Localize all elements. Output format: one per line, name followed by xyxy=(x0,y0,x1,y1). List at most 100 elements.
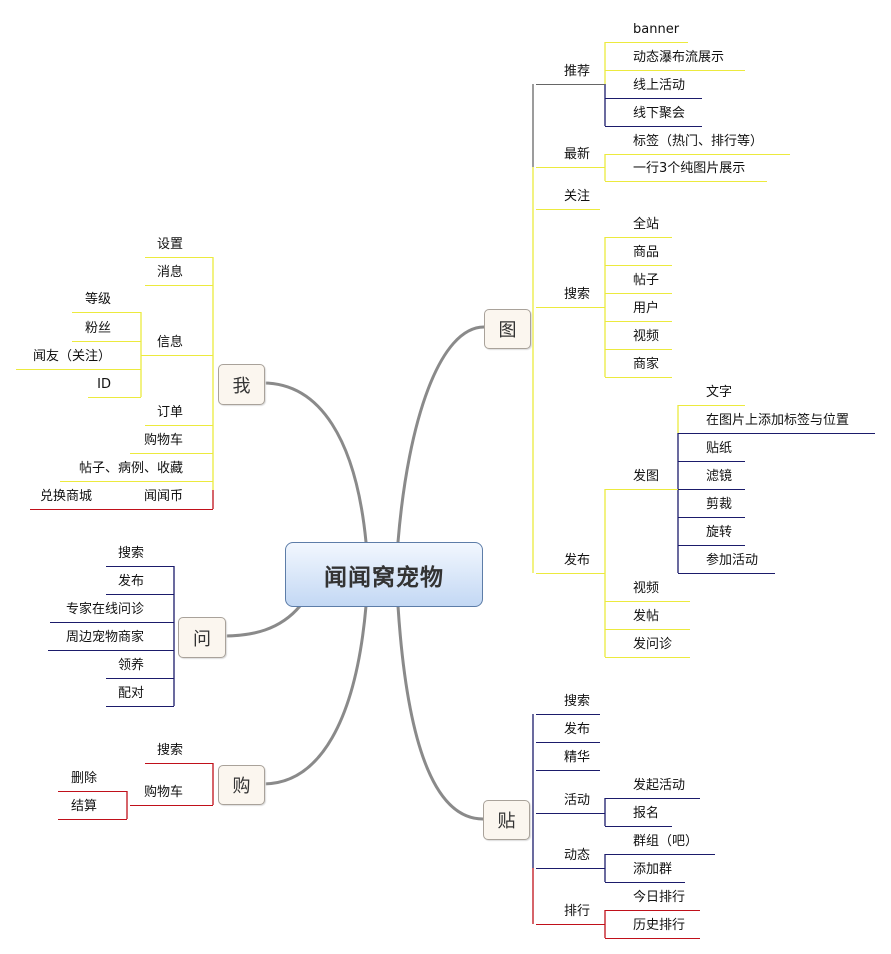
node-wo-items-3[interactable]: 订单 xyxy=(156,405,183,420)
node-tu-items-0-children-2[interactable]: 线上活动 xyxy=(633,78,686,93)
topic-tu[interactable]: 图 xyxy=(484,309,531,349)
node-tie-items-3-children-0[interactable]: 发起活动 xyxy=(633,778,686,793)
topic-tie[interactable]: 贴 xyxy=(483,800,530,840)
underline-wen-items-0 xyxy=(106,566,174,567)
node-tu-items-4[interactable]: 发布 xyxy=(564,553,591,568)
underline-tu-items-4-children-0-children-1 xyxy=(678,433,875,434)
underline-tie-items-3 xyxy=(536,813,605,814)
node-wo-items-1[interactable]: 消息 xyxy=(156,265,183,280)
underline-wen-items-3 xyxy=(48,650,174,651)
node-tie-items-4[interactable]: 动态 xyxy=(564,848,591,863)
node-wo-items-2[interactable]: 信息 xyxy=(156,335,183,350)
node-wo-items-4[interactable]: 购物车 xyxy=(143,433,183,448)
underline-tu-items-3-children-2 xyxy=(605,293,672,294)
node-tu-items-4-children-2[interactable]: 发帖 xyxy=(633,609,660,624)
underline-tu-items-4 xyxy=(536,573,605,574)
node-wen-items-5[interactable]: 配对 xyxy=(117,686,144,701)
node-tu-items-4-children-0-children-4[interactable]: 剪裁 xyxy=(706,497,733,512)
underline-wo-items-6-children-0 xyxy=(30,509,140,510)
node-tu-items-0-children-0[interactable]: banner xyxy=(633,22,680,37)
underline-tu-items-3 xyxy=(536,307,605,308)
node-wo-items-2-children-0[interactable]: 等级 xyxy=(84,292,111,307)
underline-wo-items-4 xyxy=(130,453,213,454)
node-wen-items-0[interactable]: 搜索 xyxy=(117,546,144,561)
node-wen-items-4[interactable]: 领养 xyxy=(117,658,144,673)
node-wo-items-0[interactable]: 设置 xyxy=(156,237,183,252)
underline-tu-items-0-children-0 xyxy=(605,42,688,43)
node-tu-items-1[interactable]: 最新 xyxy=(564,147,591,162)
node-wo-items-2-children-3[interactable]: ID xyxy=(97,377,111,392)
node-wen-items-3[interactable]: 周边宠物商家 xyxy=(65,630,144,645)
node-tu-items-4-children-0-children-6[interactable]: 参加活动 xyxy=(706,553,759,568)
node-wen-items-2[interactable]: 专家在线问诊 xyxy=(65,602,144,617)
node-tu-items-0[interactable]: 推荐 xyxy=(564,64,591,79)
node-gou-items-1[interactable]: 购物车 xyxy=(143,785,183,800)
node-tu-items-4-children-0-children-3[interactable]: 滤镜 xyxy=(706,469,733,484)
topic-wo[interactable]: 我 xyxy=(218,364,265,405)
node-tu-items-3-children-4[interactable]: 视频 xyxy=(633,329,660,344)
node-tie-items-5-children-1[interactable]: 历史排行 xyxy=(633,918,686,933)
node-gou-items-1-children-1[interactable]: 结算 xyxy=(70,799,97,814)
central-topic[interactable]: 闻闻窝宠物 xyxy=(285,542,483,607)
node-tu-items-1-children-0[interactable]: 标签（热门、排行等） xyxy=(633,134,764,149)
node-tu-items-3-children-0[interactable]: 全站 xyxy=(633,217,660,232)
node-tu-items-4-children-3[interactable]: 发问诊 xyxy=(633,637,673,652)
topic-gou[interactable]: 购 xyxy=(218,765,265,805)
node-gou-items-1-children-0[interactable]: 删除 xyxy=(70,771,97,786)
node-wo-items-2-children-1[interactable]: 粉丝 xyxy=(84,321,111,336)
underline-tu-items-1 xyxy=(536,167,605,168)
topic-wen[interactable]: 问 xyxy=(178,617,226,658)
node-tie-items-3[interactable]: 活动 xyxy=(564,793,591,808)
node-wo-items-5[interactable]: 帖子、病例、收藏 xyxy=(78,461,183,476)
node-gou-items-0[interactable]: 搜索 xyxy=(156,743,183,758)
node-tu-items-0-children-1[interactable]: 动态瀑布流展示 xyxy=(633,50,725,65)
underline-wo-items-1 xyxy=(145,285,213,286)
node-tu-items-4-children-0-children-0[interactable]: 文字 xyxy=(706,385,733,400)
underline-tu-items-4-children-0-children-0 xyxy=(678,405,745,406)
node-tu-items-2[interactable]: 关注 xyxy=(564,189,591,204)
node-tie-items-5-children-0[interactable]: 今日排行 xyxy=(633,890,686,905)
node-tu-items-4-children-0-children-5[interactable]: 旋转 xyxy=(706,525,733,540)
underline-tu-items-3-children-1 xyxy=(605,265,672,266)
underline-tu-items-4-children-3 xyxy=(605,657,690,658)
node-tu-items-4-children-0-children-1[interactable]: 在图片上添加标签与位置 xyxy=(706,413,850,428)
underline-wo-items-2-children-1 xyxy=(72,341,141,342)
node-tu-items-3-children-1[interactable]: 商品 xyxy=(633,245,660,260)
node-tu-items-4-children-0-children-2[interactable]: 贴纸 xyxy=(706,441,733,456)
underline-tu-items-4-children-1 xyxy=(605,601,690,602)
node-tu-items-0-children-3[interactable]: 线下聚会 xyxy=(633,106,686,121)
node-wo-items-6[interactable]: 闻闻币 xyxy=(143,489,183,504)
node-tu-items-4-children-0[interactable]: 发图 xyxy=(633,469,660,484)
underline-wen-items-5 xyxy=(106,706,174,707)
node-tie-items-3-children-1[interactable]: 报名 xyxy=(633,806,660,821)
underline-wo-items-2 xyxy=(141,355,213,356)
underline-tie-items-1 xyxy=(536,742,600,743)
node-wen-items-1[interactable]: 发布 xyxy=(117,574,144,589)
node-tie-items-5[interactable]: 排行 xyxy=(564,904,591,919)
underline-tie-items-4-children-1 xyxy=(605,882,685,883)
node-wo-items-6-children-0[interactable]: 兑换商城 xyxy=(40,489,93,504)
node-tie-items-0[interactable]: 搜索 xyxy=(564,694,591,709)
node-wo-items-2-children-2[interactable]: 闻友（关注） xyxy=(32,349,111,364)
node-tu-items-3-children-2[interactable]: 帖子 xyxy=(633,273,660,288)
node-tie-items-4-children-1[interactable]: 添加群 xyxy=(633,862,673,877)
underline-tu-items-3-children-4 xyxy=(605,349,672,350)
underline-tie-items-5 xyxy=(536,924,605,925)
underline-tu-items-1-children-0 xyxy=(605,154,790,155)
node-tu-items-3-children-5[interactable]: 商家 xyxy=(633,357,660,372)
node-tu-items-1-children-1[interactable]: 一行3个纯图片展示 xyxy=(633,161,746,176)
node-tu-items-4-children-1[interactable]: 视频 xyxy=(633,581,660,596)
node-tie-items-1[interactable]: 发布 xyxy=(564,722,591,737)
node-tu-items-3[interactable]: 搜索 xyxy=(564,287,591,302)
node-tu-items-3-children-3[interactable]: 用户 xyxy=(633,301,660,316)
underline-gou-items-1-children-1 xyxy=(58,819,127,820)
underline-tu-items-3-children-5 xyxy=(605,377,672,378)
underline-wo-items-6 xyxy=(140,509,213,510)
underline-tu-items-4-children-0-children-5 xyxy=(678,545,745,546)
underline-gou-items-1-children-0 xyxy=(58,791,127,792)
underline-wo-items-5 xyxy=(60,481,213,482)
node-tie-items-4-children-0[interactable]: 群组（吧） xyxy=(633,834,699,849)
node-tie-items-2[interactable]: 精华 xyxy=(564,750,591,765)
underline-wo-items-0 xyxy=(145,257,213,258)
